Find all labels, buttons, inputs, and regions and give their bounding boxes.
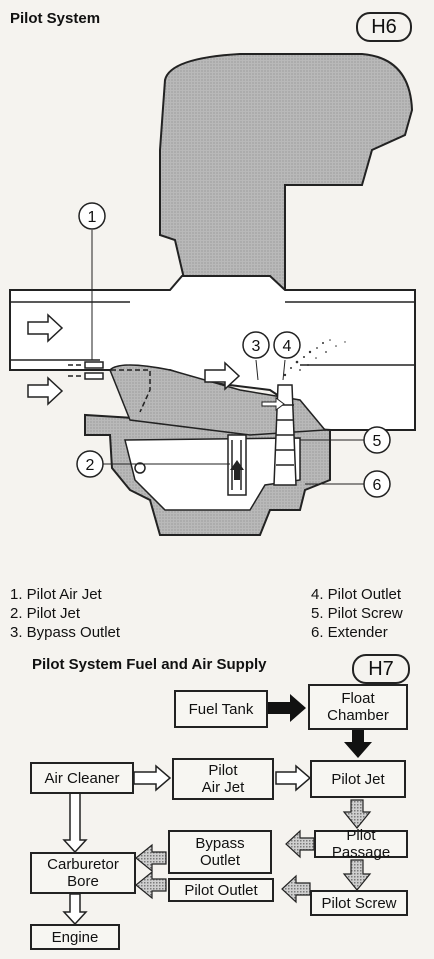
callout-6-label: 6 — [373, 477, 382, 494]
arrow-pilot-jet-to-pilot-passage — [342, 799, 372, 829]
legend-item-bypass-outlet: 3. Bypass Outlet — [10, 624, 121, 641]
h6-title: Pilot System — [10, 10, 101, 27]
pilot-screw — [273, 384, 297, 486]
callout-3-label: 3 — [252, 338, 261, 355]
h7-title: Pilot System Fuel and Air Supply — [32, 656, 267, 673]
legend-item-pilot-air-jet: 1. Pilot Air Jet — [10, 586, 102, 603]
legend-item-pilot-screw: 5. Pilot Screw — [311, 605, 403, 622]
arrow-pilot-air-jet-to-pilot-jet — [275, 764, 312, 792]
arrow-bypass-outlet-to-carburetor-bore — [135, 843, 167, 873]
pilot-air-passage — [68, 364, 151, 413]
callout-3 — [242, 331, 270, 359]
box-bypass-outlet: Bypass Outlet — [168, 830, 272, 874]
fuel-arrow — [230, 460, 244, 480]
callout-4 — [273, 331, 301, 359]
box-fuel-tank: Fuel Tank — [174, 690, 268, 728]
box-pilot-outlet-label: Pilot Outlet — [184, 881, 258, 899]
callout-5 — [363, 426, 391, 454]
float-bowl-inner — [124, 437, 301, 511]
pilot-outlet-spray — [283, 339, 346, 377]
arrow-float-to-pilot-jet — [344, 728, 372, 758]
box-carburetor-bore-label: Carburetor Bore — [47, 856, 119, 890]
h6-badge: H6 — [356, 12, 412, 42]
box-pilot-outlet: Pilot Outlet — [168, 878, 274, 902]
box-carburetor-bore: Carburetor Bore — [30, 852, 136, 894]
arrow-pilot-passage-to-pilot-screw — [342, 859, 372, 891]
box-engine-label: Engine — [51, 928, 99, 946]
arrow-pilot-passage-to-bypass-outlet — [285, 829, 315, 859]
callouts — [76, 202, 391, 498]
h7-badge: H7 — [352, 654, 410, 684]
box-bypass-outlet-label: Bypass Outlet — [195, 835, 245, 869]
legend-item-pilot-jet: 2. Pilot Jet — [10, 605, 81, 622]
box-pilot-passage: Pilot Passage — [314, 827, 408, 861]
callout-1-label: 1 — [88, 209, 97, 226]
arrow-air-cleaner-to-carburetor-bore — [62, 791, 88, 854]
box-pilot-passage-label: Pilot Passage — [331, 827, 391, 861]
venturi-outline — [10, 301, 415, 366]
box-air-cleaner-label: Air Cleaner — [44, 769, 120, 787]
legend-item-pilot-outlet: 4. Pilot Outlet — [311, 586, 402, 603]
pilot-system-diagram: 1 2 3 4 5 6 — [9, 53, 416, 536]
arrow-carburetor-bore-to-engine — [62, 893, 88, 926]
box-float-chamber-label: Float Chamber — [327, 690, 389, 724]
callout-2-label: 2 — [86, 457, 95, 474]
arrow-pilot-outlet-to-carburetor-bore — [135, 870, 167, 900]
box-fuel-tank-label: Fuel Tank — [188, 700, 254, 718]
box-pilot-air-jet: Pilot Air Jet — [172, 758, 274, 800]
box-pilot-screw: Pilot Screw — [310, 890, 408, 916]
arrow-pilot-screw-to-pilot-outlet — [281, 874, 311, 904]
box-float-chamber: Float Chamber — [308, 684, 408, 730]
bore-floor — [109, 364, 327, 436]
callout-5-label: 5 — [373, 433, 382, 450]
box-pilot-screw-label: Pilot Screw — [321, 894, 397, 912]
box-pilot-jet: Pilot Jet — [310, 760, 406, 798]
callout-4-label: 4 — [283, 338, 292, 355]
box-engine: Engine — [30, 924, 120, 950]
arrow-air-cleaner-to-pilot-air-jet — [133, 764, 172, 792]
callout-leaders — [91, 230, 364, 485]
callout-2 — [76, 450, 104, 478]
bypass-arrow — [261, 397, 285, 411]
box-air-cleaner: Air Cleaner — [30, 762, 134, 794]
legend-right: 4. Pilot Outlet 5. Pilot Screw 6. Extend… — [311, 585, 434, 642]
float-pivot — [134, 462, 146, 474]
air-flow-arrows — [27, 313, 241, 406]
legend-left: 1. Pilot Air Jet 2. Pilot Jet 3. Bypass … — [10, 585, 120, 642]
box-pilot-jet-label: Pilot Jet — [331, 770, 385, 788]
callout-6 — [363, 470, 391, 498]
arrow-fuel-tank-to-float — [262, 694, 306, 722]
box-pilot-air-jet-label: Pilot Air Jet — [201, 762, 245, 796]
callout-1 — [78, 202, 106, 230]
legend-item-extender: 6. Extender — [311, 624, 388, 641]
slide-housing — [159, 53, 414, 331]
pilot-air-jet — [84, 361, 104, 380]
